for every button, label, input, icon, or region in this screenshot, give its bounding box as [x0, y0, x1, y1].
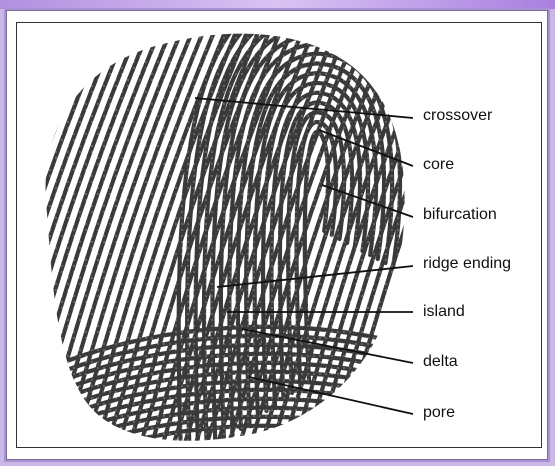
ridge-ending-label: ridge ending: [423, 255, 511, 273]
figure-frame: crossover core bifurcation ridge ending …: [6, 10, 548, 460]
delta-label: delta: [423, 353, 458, 371]
window-top-strip: [0, 0, 555, 9]
figure-border: crossover core bifurcation ridge ending …: [16, 22, 542, 448]
island-label: island: [423, 303, 465, 321]
fingerprint-diagram: [17, 23, 541, 447]
crossover-label: crossover: [423, 107, 492, 125]
core-label: core: [423, 156, 454, 174]
bifurcation-label: bifurcation: [423, 206, 497, 224]
pore-label: pore: [423, 404, 455, 422]
